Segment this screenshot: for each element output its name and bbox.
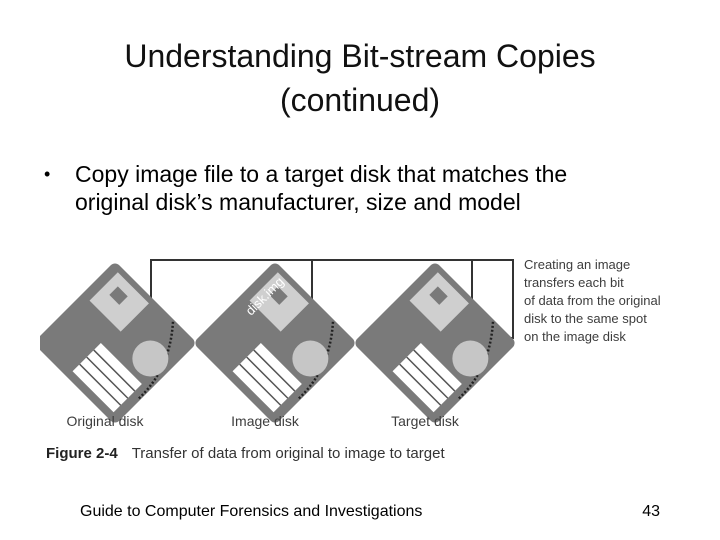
- target-disk: [355, 263, 515, 423]
- target-disk-label: Target disk: [391, 413, 459, 429]
- slide-title: Understanding Bit-stream Copies (continu…: [60, 34, 660, 122]
- original-disk-label: Original disk: [66, 413, 144, 429]
- figure-caption: Figure 2-4 Transfer of data from original…: [46, 445, 445, 462]
- callout-line: disk to the same spot: [524, 311, 647, 326]
- slide-title-line-2: (continued): [279, 82, 441, 118]
- slide-footer: Guide to Computer Forensics and Investig…: [80, 503, 423, 520]
- bullet-text-line-1: Copy image file to a target disk that ma…: [75, 161, 568, 187]
- disk-transfer-illustration: disk.img: [40, 259, 515, 423]
- callout-line: Creating an image: [524, 257, 631, 272]
- figure-2-4: disk.img Creating an image transfers eac…: [40, 248, 700, 473]
- image-disk-label: Image disk: [231, 413, 299, 429]
- bullet-text: Copy image file to a target disk that ma…: [75, 160, 675, 216]
- figure-callout: Creating an image transfers each bit of …: [524, 256, 694, 346]
- page-number: 43: [642, 503, 660, 520]
- callout-line: transfers each bit: [524, 275, 624, 290]
- callout-line: of data from the original: [524, 293, 661, 308]
- callout-line: on the image disk: [524, 329, 626, 344]
- bullet-text-line-2: original disk’s manufacturer, size and m…: [75, 189, 521, 215]
- figure-number: Figure 2-4: [46, 445, 118, 462]
- image-disk: disk.img: [195, 263, 355, 423]
- original-disk: [40, 263, 195, 423]
- bullet-marker: •: [44, 164, 51, 184]
- slide-title-line-1: Understanding Bit-stream Copies: [124, 38, 596, 74]
- figure-caption-text: Transfer of data from original to image …: [131, 445, 445, 462]
